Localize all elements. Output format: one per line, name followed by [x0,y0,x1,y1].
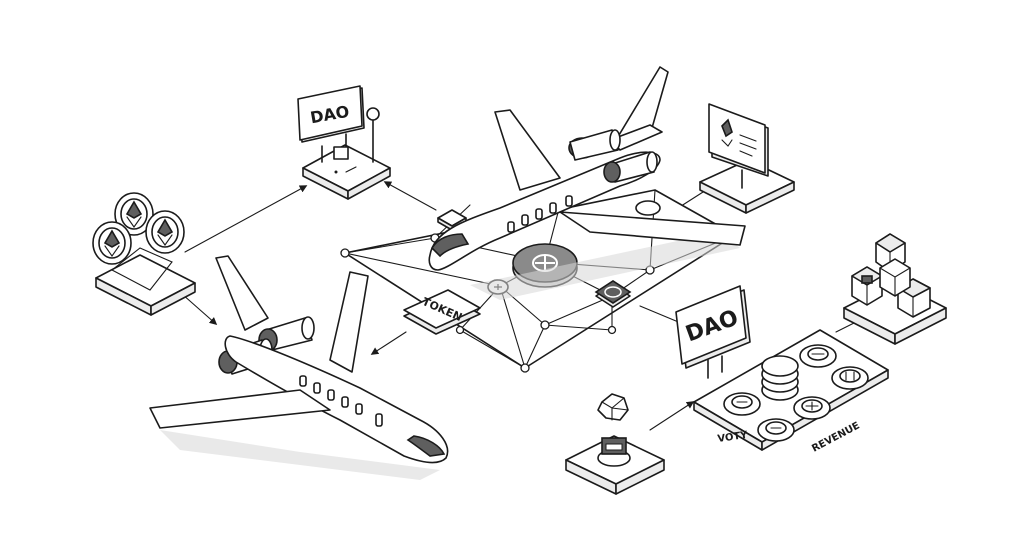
upper-jet-engine [568,129,621,161]
gem-icon [597,393,629,421]
upper-jet-windows [507,195,573,233]
gem-block-icon-2 [851,266,883,306]
coin-tray: VOTY REVENUE [693,329,889,455]
gem-blocks-group [843,233,947,345]
arrow-token-to-jet [370,331,407,355]
coin-stack-block [92,192,196,316]
arrow-network-to-dao [383,181,437,211]
arrow-voting-to-tray [649,401,695,431]
ballot-box-icon [597,437,631,467]
lower-jet-fuselage [224,335,449,464]
dao-top-box [333,146,349,160]
token-coin-icon-5 [757,418,795,442]
ethereum-coin-icon [114,192,154,236]
arrow-coins-to-jet [181,293,218,326]
revenue-label: REVENUE [810,420,862,454]
document-panel-icon [708,103,766,174]
dao-top-lamp-icon [366,107,380,121]
lower-jet-far-wing [329,271,369,373]
token-tag: TOKEN [403,289,481,335]
upper-jet-near-wing [559,211,746,246]
jet-airplane-icon-2 [149,255,449,480]
connector-arrows [181,177,861,431]
voty-label: VOTY [717,430,749,445]
lower-jet-windows [299,375,383,427]
voting-box-block [565,393,665,495]
lower-jet-tail-fin [215,255,269,331]
upper-jet-far-wing [494,109,561,191]
lower-jet-near-wing [149,389,331,429]
dao-sign-top-block: DAO [297,85,391,200]
dao-sign-right-block: DAO [675,285,751,379]
token-coin-icon-4 [793,396,831,420]
ethereum-coin-icon-2 [92,221,132,265]
upper-jet-engine-2 [603,151,658,183]
arrow-coins-to-dao [184,185,308,253]
right-node-icon [635,200,661,216]
jet-airplane-icon [428,66,746,300]
dao-top-sign-board [297,85,363,141]
token-coin-icon-3 [723,392,761,416]
coin-stack-icon [761,355,799,401]
document-sign-block [699,103,795,214]
token-coin-icon-2 [831,366,869,390]
token-coin-icon [799,344,837,368]
dao-right-sign-board [675,285,747,365]
ethereum-coin-icon-3 [145,210,185,254]
square-token-icon [594,280,632,308]
gem-block-icon-4 [879,258,911,297]
